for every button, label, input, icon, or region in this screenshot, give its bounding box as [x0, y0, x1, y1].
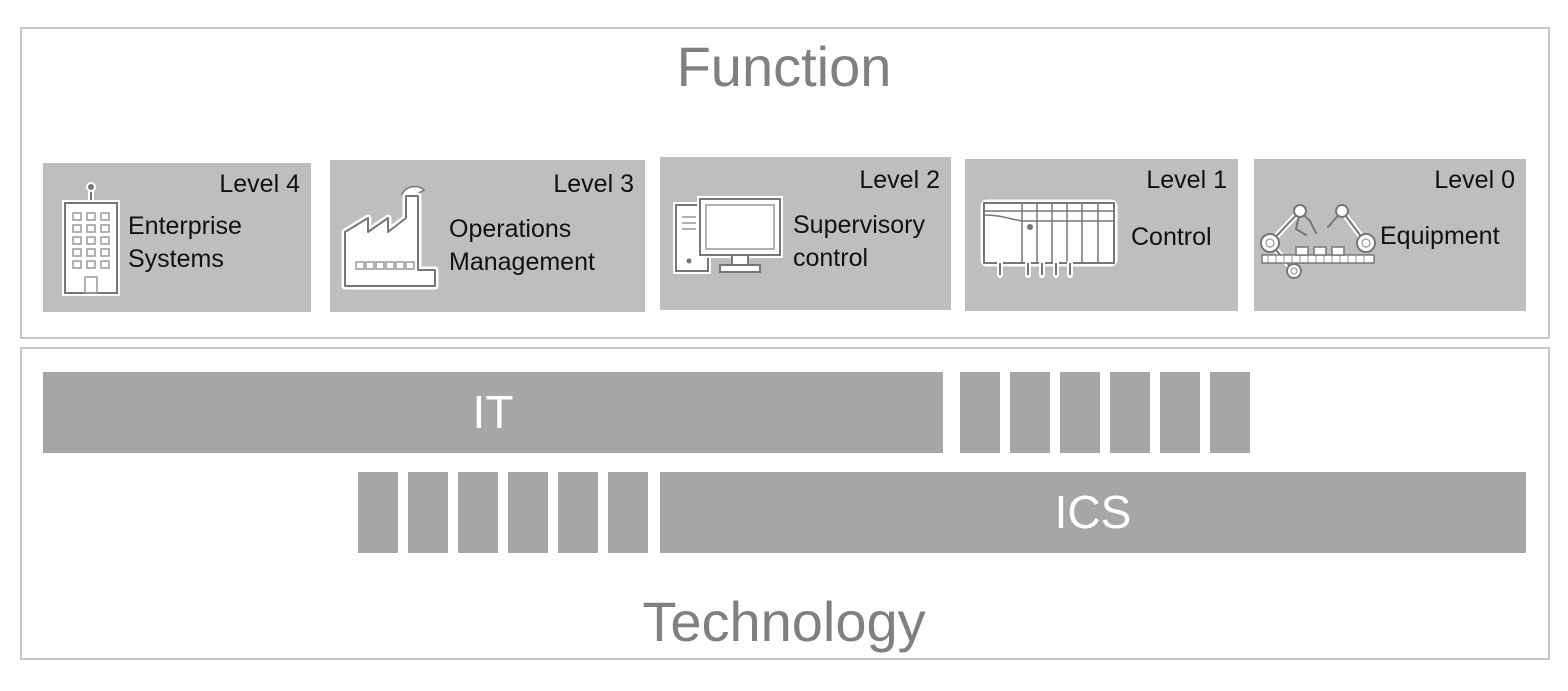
it-segment [960, 372, 1000, 453]
level-0-card: Level 0 Equipment [1254, 159, 1526, 311]
level-3-name-line2: Management [449, 248, 595, 276]
level-4-label: Level 4 [219, 170, 300, 198]
ics-segment [358, 472, 398, 553]
level-1-name-line1: Control [1131, 223, 1212, 251]
ics-segment [408, 472, 448, 553]
desktop-computer-icon [673, 196, 783, 274]
function-title: Function [676, 35, 892, 98]
office-building-icon [62, 182, 120, 296]
level-2-name-line1: Supervisory [793, 211, 925, 239]
it-bar: IT [43, 372, 943, 453]
ics-segment [458, 472, 498, 553]
level-2-card: Level 2 Supervisory control [660, 157, 951, 310]
level-3-name-line1: Operations [449, 215, 572, 243]
level-2-label: Level 2 [859, 166, 940, 194]
level-4-card: Level 4 Enterprise Systems [43, 163, 311, 312]
ics-bar-label: ICS [1054, 486, 1132, 538]
level-0-name: Equipment [1380, 220, 1500, 253]
level-0-name-line1: Equipment [1380, 222, 1500, 250]
level-4-name-line2: Systems [128, 245, 224, 273]
level-4-name: Enterprise Systems [128, 210, 242, 276]
factory-icon [341, 185, 439, 290]
it-bar-label: IT [472, 386, 514, 438]
it-segment [1210, 372, 1250, 453]
ics-segment [558, 472, 598, 553]
it-segment [1060, 372, 1100, 453]
ics-segment [508, 472, 548, 553]
level-1-label: Level 1 [1146, 166, 1227, 194]
level-3-label: Level 3 [553, 170, 634, 198]
robotic-arms-icon [1260, 204, 1376, 279]
level-2-name: Supervisory control [793, 209, 925, 275]
level-0-label: Level 0 [1434, 166, 1515, 194]
level-3-name: Operations Management [449, 213, 595, 279]
ics-bar: ICS [660, 472, 1526, 553]
it-segment [1010, 372, 1050, 453]
level-4-name-line1: Enterprise [128, 212, 242, 240]
level-1-card: Level 1 Control [965, 159, 1238, 311]
ics-segment [608, 472, 648, 553]
level-1-name: Control [1131, 221, 1212, 254]
technology-title: Technology [642, 590, 926, 653]
level-2-name-line2: control [793, 244, 869, 272]
it-segment [1110, 372, 1150, 453]
plc-controller-icon [980, 199, 1118, 278]
it-segment [1160, 372, 1200, 453]
level-3-card: Level 3 Operations Management [330, 160, 645, 312]
